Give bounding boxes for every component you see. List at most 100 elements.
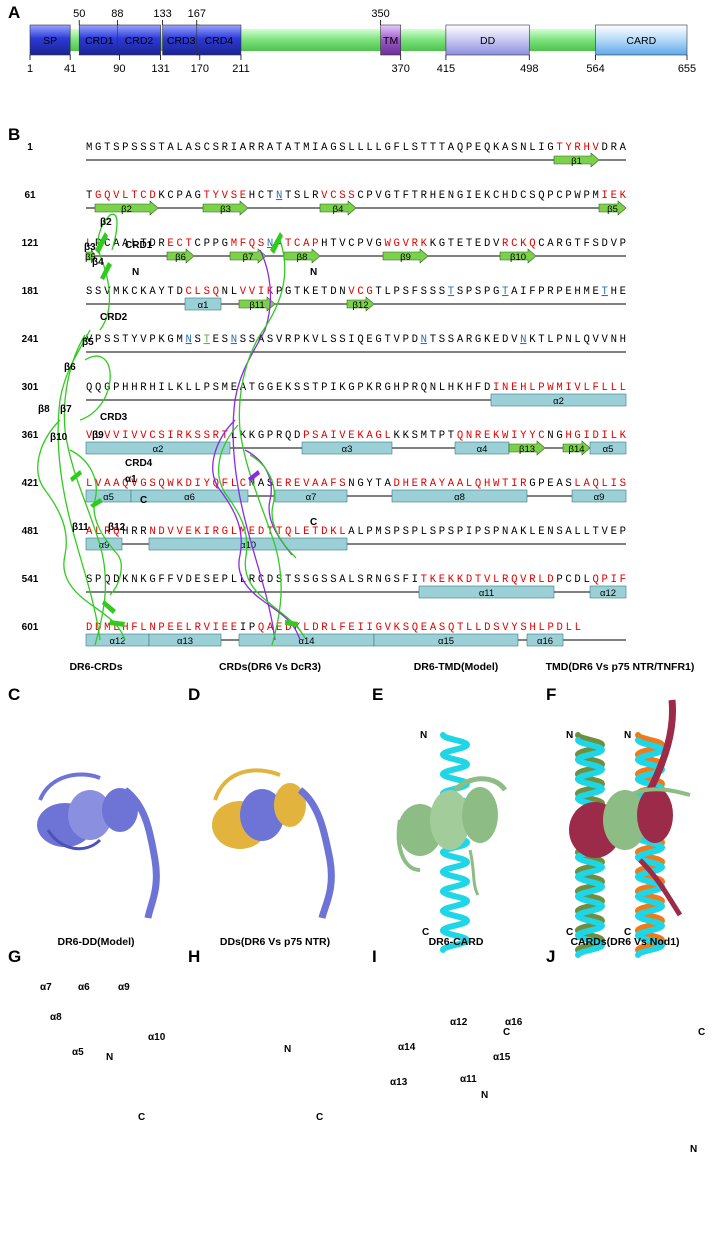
helix-turn — [575, 756, 606, 783]
ss-label: β2 — [121, 204, 132, 215]
sequence-segment: HE — [611, 286, 626, 298]
structure-crd — [37, 213, 126, 646]
sequence-segment: HCT — [249, 190, 273, 202]
structure-label: CRD1 — [125, 240, 153, 251]
sequence-segment: T — [602, 286, 608, 298]
ss-label: β8 — [297, 252, 308, 263]
structure-card — [396, 776, 508, 896]
ss-label: α9 — [594, 492, 605, 503]
residue-number: 361 — [22, 430, 39, 441]
sequence-segment: CPVGTFTRHENGIEKCHDCSQPCPWPM — [357, 190, 599, 202]
structure-label: β12 — [108, 522, 126, 533]
beta-strand-arrow — [283, 248, 321, 264]
sequence-segment: HRR — [122, 526, 147, 538]
structure-label: α5 — [72, 1047, 84, 1058]
sequence-segment: N — [421, 334, 427, 346]
sequence-segment: DHERAYAALQHWTIR — [394, 478, 528, 490]
helix-turn — [575, 932, 606, 958]
panel-label-a: A — [8, 3, 20, 22]
ss-label: β10 — [510, 252, 526, 263]
sequence-segment: A — [276, 238, 283, 250]
ss-label: β13 — [519, 444, 535, 455]
sequence-segment: IEK — [602, 190, 627, 202]
ss-label: α15 — [438, 636, 454, 647]
beta-strand-arrow — [166, 248, 195, 264]
beta-strand-arrow — [94, 200, 159, 216]
ss-label: α2 — [553, 396, 564, 407]
alpha-helix-box — [274, 489, 348, 503]
alpha-helix-box — [301, 441, 393, 455]
sequence-segment: N — [231, 334, 237, 346]
ss-label: β4 — [333, 204, 344, 215]
sequence-segment: NL — [222, 286, 237, 298]
structure-label: N — [284, 1044, 291, 1055]
beta-strand-arrow — [238, 296, 276, 312]
domain-label: CRD3 — [167, 35, 196, 47]
alpha-helix-box — [148, 633, 222, 647]
structure-label: α11 — [460, 1074, 477, 1085]
structure-label: C — [138, 1112, 145, 1123]
sequence-segment: NGYTA — [348, 478, 391, 490]
sequence-segment: HTVCPVG — [321, 238, 382, 250]
alpha-helix-box — [526, 633, 564, 647]
sequence-segment: TSSARGKEDV — [430, 334, 518, 346]
sequence-segment: ES — [213, 334, 228, 346]
helix-turn — [575, 732, 606, 758]
ss-label: β6 — [175, 252, 186, 263]
sequence-segment: VCSS — [321, 190, 354, 202]
ss-label: α5 — [603, 444, 614, 455]
sequence-segment: SPSPG — [457, 286, 500, 298]
structure-crd-superposed-labels: NC — [310, 267, 317, 528]
structure-label: β5 — [82, 337, 94, 348]
ss-label: β12 — [352, 300, 368, 311]
beta-strand-arrow — [319, 200, 357, 216]
ss-label: β9 — [400, 252, 411, 263]
structure-label: C — [624, 927, 631, 938]
ss-label: β1 — [571, 156, 582, 167]
helix-turn — [440, 927, 471, 953]
sequence-segment: TYRHV — [556, 142, 599, 154]
sequence-segment: KGTETEDV — [430, 238, 500, 250]
tick-label-bottom: 90 — [113, 63, 125, 75]
structure-label: N — [310, 267, 317, 278]
structure-card-superposed — [569, 699, 691, 917]
domain-sp — [29, 24, 71, 56]
domain-label: CRD2 — [125, 35, 154, 47]
helix-turn — [635, 737, 666, 763]
beta-strand-arrow — [346, 296, 375, 312]
panel-label-b: B — [8, 125, 20, 144]
alpha-helix-box — [571, 489, 627, 503]
structure-tmd-labels: NC — [420, 730, 429, 938]
tick-label-bottom: 655 — [678, 63, 696, 75]
panel-label-c: C — [8, 685, 20, 704]
structure-label: β4 — [92, 257, 104, 268]
caption-crd-superposed: CRDs(DR6 Vs DcR3) — [219, 661, 321, 673]
sequence-segment: QPIF — [593, 574, 626, 586]
sequence-segment: N — [267, 238, 273, 250]
tick-label-top: 133 — [153, 8, 171, 20]
residue-number: 61 — [24, 190, 36, 201]
domain-label: DD — [480, 35, 496, 47]
sequence-segment: KKSMTPT — [394, 430, 455, 442]
helix-turn — [575, 912, 606, 939]
structure-label: β9 — [92, 430, 104, 441]
residue-number: 301 — [22, 382, 39, 393]
sequence-segment: DDMLHFLNPEELRVIEE — [86, 622, 237, 634]
tick-label-bottom: 370 — [392, 63, 410, 75]
panel-label-i: I — [372, 947, 377, 966]
domain-label: CRD1 — [85, 35, 114, 47]
structure-label: α13 — [390, 1077, 408, 1088]
sequence-segment: QNREKWIYYC — [457, 430, 545, 442]
structure-label: α9 — [118, 982, 130, 993]
structure-dd-superposed — [212, 768, 335, 919]
sequence-segment: T — [502, 286, 508, 298]
sequence-segment: VPSSTYVPKGM — [86, 334, 183, 346]
structure-label: β10 — [50, 432, 68, 443]
sequence-segment: EREVAAFS — [276, 478, 346, 490]
sequence-segment: PCDL — [556, 574, 589, 586]
